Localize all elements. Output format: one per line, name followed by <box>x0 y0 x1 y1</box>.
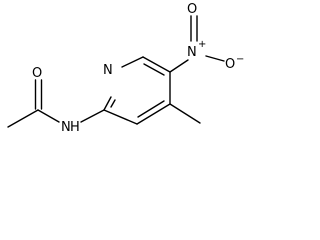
bond-c3-c2 <box>103 109 138 125</box>
bond-c4-methyl <box>169 103 201 124</box>
bond-c2-n1-inner <box>110 99 116 108</box>
bond-nitro-n-o-right <box>205 55 225 62</box>
bond-c4-c3-inner <box>137 100 165 118</box>
bond-c4-c3 <box>136 103 171 125</box>
bond-nh-ring <box>80 109 105 123</box>
bond-n1-c6 <box>121 56 144 68</box>
atom-amide-nh-h: H <box>70 120 80 135</box>
nitro-n-charge: + <box>198 39 206 50</box>
atom-nitro-o-right: O <box>225 57 235 72</box>
structure-canvas: N O N H N + O O − <box>0 0 258 148</box>
atom-amide-nh-n: N <box>61 120 71 135</box>
bond-c6-c5 <box>142 56 171 73</box>
bond-carbonyl-nh <box>37 109 60 123</box>
atom-pyridine-n: N <box>103 63 113 78</box>
molecule-drawing: N O N H N + O O − <box>7 2 244 135</box>
bond-methyl-carbonyl <box>7 109 39 128</box>
bond-c5-nitro-n <box>169 59 189 73</box>
nitro-o-charge: − <box>236 54 244 65</box>
bond-c2-n1 <box>103 96 112 111</box>
atom-nitro-n: N <box>187 45 197 60</box>
atom-nitro-o-top: O <box>187 2 197 17</box>
atom-amide-o: O <box>32 66 42 81</box>
bond-c6-c5-inner <box>143 63 165 76</box>
